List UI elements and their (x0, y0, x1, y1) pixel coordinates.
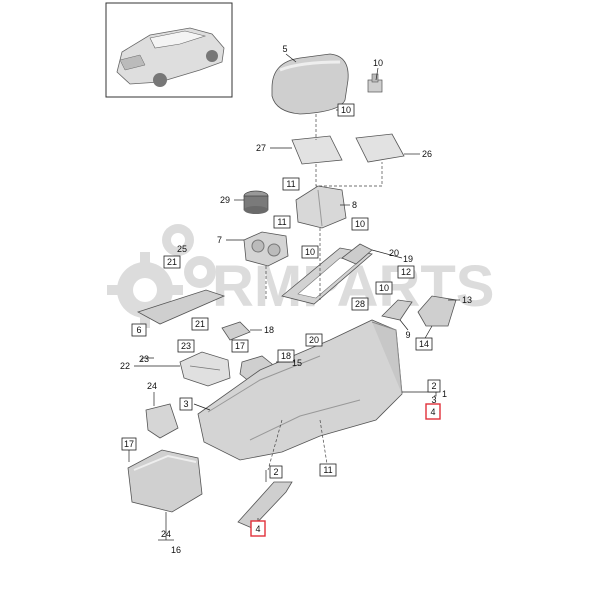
callout-2-bottom[interactable]: 2 (273, 467, 278, 477)
gear-icon (107, 252, 183, 328)
callout-5[interactable]: 5 (282, 44, 287, 54)
callout-4-right[interactable]: 4 (430, 407, 435, 417)
callout-10-frame[interactable]: 10 (305, 247, 315, 257)
callout-26[interactable]: 26 (422, 149, 432, 159)
callout-25[interactable]: 25 (177, 244, 187, 254)
callout-box (131, 323, 147, 337)
part-left-trim (136, 289, 226, 325)
callout-box (427, 379, 441, 393)
callout-23-side[interactable]: 23 (139, 354, 149, 364)
callout-box (269, 465, 283, 479)
part-console-body (197, 319, 403, 461)
callout-8[interactable]: 8 (352, 200, 357, 210)
callout-11-tray[interactable]: 11 (286, 179, 295, 189)
part-front-strip (237, 481, 293, 529)
callout-24-rear[interactable]: 24 (161, 529, 171, 539)
callout-4-bottom[interactable]: 4 (255, 524, 260, 534)
callout-19[interactable]: 19 (403, 254, 413, 264)
part-mat-26 (355, 133, 405, 163)
callout-box (231, 339, 249, 353)
callout-highlight-box (250, 520, 266, 537)
callout-14[interactable]: 14 (419, 339, 429, 349)
vehicle-thumbnail (105, 2, 233, 98)
callout-11-bottom[interactable]: 11 (323, 465, 332, 475)
callout-box (282, 177, 300, 191)
callout-24-box[interactable]: 24 (147, 381, 157, 391)
part-cup-insert (243, 190, 269, 214)
callout-21-top[interactable]: 21 (167, 257, 177, 267)
callout-13[interactable]: 13 (462, 295, 472, 305)
part-switch-panel (221, 321, 251, 341)
gear-icon (162, 224, 216, 288)
callout-17-mid[interactable]: 17 (235, 341, 245, 351)
part-armrest-lid (271, 53, 349, 115)
callout-23-top[interactable]: 23 (181, 341, 191, 351)
callout-box (277, 349, 295, 363)
callout-1[interactable]: 1 (442, 389, 447, 399)
callout-28[interactable]: 28 (355, 299, 365, 309)
callout-22[interactable]: 22 (120, 361, 130, 371)
callout-27[interactable]: 27 (256, 143, 266, 153)
callout-7[interactable]: 7 (217, 235, 222, 245)
callout-6[interactable]: 6 (136, 325, 141, 335)
callout-highlight-box (425, 403, 441, 420)
callout-3-right[interactable]: 3 (431, 395, 436, 405)
callout-box (273, 215, 291, 229)
callout-9[interactable]: 9 (405, 330, 410, 340)
callout-box (319, 463, 337, 477)
callout-box (121, 437, 137, 451)
part-storage-tray (295, 185, 347, 229)
part-bracket (179, 351, 231, 387)
callout-11-cup[interactable]: 11 (277, 217, 286, 227)
callout-18-tray[interactable]: 18 (281, 351, 291, 361)
callout-box (397, 265, 415, 279)
callout-box (351, 217, 369, 231)
part-hinge (367, 73, 383, 93)
callout-3-left[interactable]: 3 (183, 399, 188, 409)
callout-box (305, 333, 323, 347)
part-mat-27 (291, 135, 343, 165)
callout-15[interactable]: 15 (292, 358, 302, 368)
part-side-panel (417, 295, 457, 327)
callout-20-mid[interactable]: 20 (309, 335, 319, 345)
part-storage-box (145, 403, 179, 439)
callout-10-hinge[interactable]: 10 (373, 58, 383, 68)
callout-box (375, 281, 393, 295)
assembly-lines (265, 114, 383, 471)
callout-box (191, 317, 209, 331)
callout-16[interactable]: 16 (171, 545, 181, 555)
callout-box (179, 397, 193, 411)
callout-10-lid[interactable]: 10 (341, 105, 351, 115)
callouts: 5 10 10 27 26 11 8 29 11 7 10 10 20 19 1… (120, 44, 472, 555)
part-rear-box (127, 449, 203, 513)
part-cupholder (243, 231, 289, 267)
callout-box (337, 103, 355, 117)
callout-12[interactable]: 12 (401, 267, 411, 277)
callout-18-panel[interactable]: 18 (264, 325, 274, 335)
part-cover (381, 299, 413, 321)
callout-box (351, 297, 369, 311)
callout-box (163, 255, 181, 269)
callout-21-mid[interactable]: 21 (195, 319, 205, 329)
callout-20-top[interactable]: 20 (389, 248, 399, 258)
callout-29[interactable]: 29 (220, 195, 230, 205)
callout-box (415, 337, 433, 351)
leader-lines (128, 53, 460, 540)
callout-box (177, 339, 195, 353)
callout-10-right[interactable]: 10 (379, 283, 389, 293)
callout-10-upper[interactable]: 10 (355, 219, 365, 229)
part-trim-frame (281, 243, 373, 305)
callout-2-right[interactable]: 2 (431, 381, 436, 391)
callout-box (301, 245, 319, 259)
callout-17-rear[interactable]: 17 (124, 439, 134, 449)
